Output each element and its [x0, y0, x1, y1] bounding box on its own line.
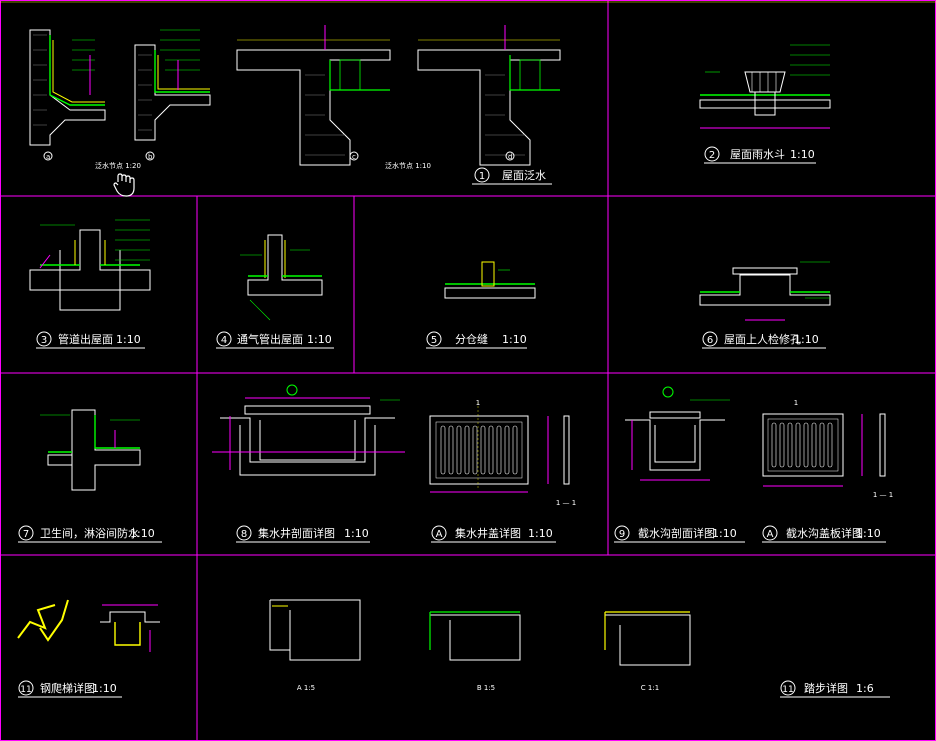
svg-text:11: 11 — [782, 685, 793, 695]
sub-label-b: b — [148, 153, 153, 161]
svg-text:7: 7 — [23, 529, 29, 540]
svg-text:通气管出屋面: 通气管出屋面 — [237, 332, 303, 346]
svg-text:1:10: 1:10 — [116, 333, 141, 346]
title-11a: 11 钢爬梯详图 1:10 — [18, 680, 122, 698]
svg-text:分仓缝: 分仓缝 — [455, 332, 488, 346]
svg-text:A: A — [767, 529, 774, 540]
svg-text:A: A — [436, 529, 443, 540]
svg-text:11: 11 — [20, 685, 31, 695]
svg-text:8: 8 — [241, 529, 247, 540]
detail-5-drawings — [444, 261, 536, 299]
sub-label-B-1-5: B 1:5 — [477, 684, 495, 692]
title-3: 3 管道出屋面 1:10 — [36, 331, 145, 349]
svg-text:2: 2 — [709, 150, 715, 161]
title-11b: 11 踏步详图 1:6 — [780, 680, 890, 698]
detail-7-drawings — [40, 409, 141, 491]
svg-text:1:10: 1:10 — [502, 333, 527, 346]
sub-label-C-1-1: C 1:1 — [641, 684, 659, 692]
svg-text:1: 1 — [479, 171, 485, 182]
sub-label-A-1-5: A 1:5 — [297, 684, 315, 692]
title-A1: A 集水井盖详图 1:10 — [431, 525, 556, 543]
svg-text:截水沟剖面详图: 截水沟剖面详图 — [638, 526, 715, 540]
svg-text:9: 9 — [619, 529, 625, 540]
svg-text:集水井剖面详图: 集水井剖面详图 — [258, 526, 335, 540]
svg-text:1:10: 1:10 — [790, 148, 815, 161]
svg-text:3: 3 — [41, 335, 47, 346]
title-4: 4 通气管出屋面 1:10 — [216, 331, 334, 349]
svg-text:1:10: 1:10 — [307, 333, 332, 346]
hand-cursor-icon — [113, 173, 135, 197]
detail-11b-drawings — [269, 599, 691, 666]
svg-text:截水沟盖板详图: 截水沟盖板详图 — [786, 526, 863, 540]
svg-text:6: 6 — [707, 335, 713, 346]
title-2: 2 屋面雨水斗 1:10 — [704, 146, 816, 164]
svg-text:卫生间，淋浴间防水: 卫生间，淋浴间防水 — [40, 526, 139, 540]
section-1-1-A1: 1 — 1 — [556, 499, 576, 507]
detail-3-drawings — [29, 219, 151, 311]
note-sheet2: 泛水节点 1:10 — [385, 161, 431, 170]
detail-9-drawings — [625, 386, 730, 481]
title-5: 5 分仓缝 1:10 — [426, 331, 527, 349]
svg-text:5: 5 — [431, 335, 437, 346]
detail-4-drawings — [240, 234, 323, 321]
detail-1-drawings — [29, 25, 561, 166]
title-1: 1 屋面泛水 — [472, 167, 552, 185]
note-sheet1: 泛水节点 1:20 — [95, 161, 141, 170]
section-1-1-A2: 1 — 1 — [873, 491, 893, 499]
svg-text:1:10: 1:10 — [856, 527, 881, 540]
svg-text:管道出屋面: 管道出屋面 — [58, 332, 113, 346]
title-A2: A 截水沟盖板详图 1:10 — [762, 525, 886, 543]
detail-8-drawings — [212, 384, 405, 476]
svg-text:1:10: 1:10 — [794, 333, 819, 346]
title-8: 8 集水井剖面详图 1:10 — [236, 525, 370, 543]
detail-11a-drawings — [17, 599, 160, 652]
sub-label-c: c — [352, 153, 356, 161]
section-mark-2: 1 — [794, 399, 798, 407]
detail-A2-drawings — [762, 413, 886, 487]
svg-text:屋面上人检修孔: 屋面上人检修孔 — [724, 332, 801, 346]
sub-label-a: a — [46, 153, 50, 161]
svg-text:1:10: 1:10 — [528, 527, 553, 540]
sub-label-d: d — [508, 153, 512, 161]
svg-text:4: 4 — [221, 335, 227, 346]
svg-text:踏步详图: 踏步详图 — [804, 681, 848, 695]
title-9: 9 截水沟剖面详图 1:10 — [614, 525, 745, 543]
title-7: 7 卫生间，淋浴间防水 1:10 — [18, 525, 162, 543]
svg-text:集水井盖详图: 集水井盖详图 — [455, 526, 521, 540]
title-6: 6 屋面上人检修孔 1:10 — [702, 331, 826, 349]
svg-text:钢爬梯详图: 钢爬梯详图 — [40, 681, 95, 695]
svg-text:1:10: 1:10 — [344, 527, 369, 540]
section-mark-1: 1 — [476, 399, 480, 407]
svg-text:1:6: 1:6 — [856, 682, 874, 695]
svg-text:屋面雨水斗: 屋面雨水斗 — [730, 148, 785, 161]
svg-text:1:10: 1:10 — [130, 527, 155, 540]
detail-A1-drawings — [429, 402, 570, 493]
detail-2-drawings — [699, 44, 831, 129]
detail-6-drawings — [699, 261, 831, 321]
svg-text:屋面泛水: 屋面泛水 — [502, 169, 546, 182]
svg-text:1:10: 1:10 — [92, 682, 117, 695]
svg-text:1:10: 1:10 — [712, 527, 737, 540]
